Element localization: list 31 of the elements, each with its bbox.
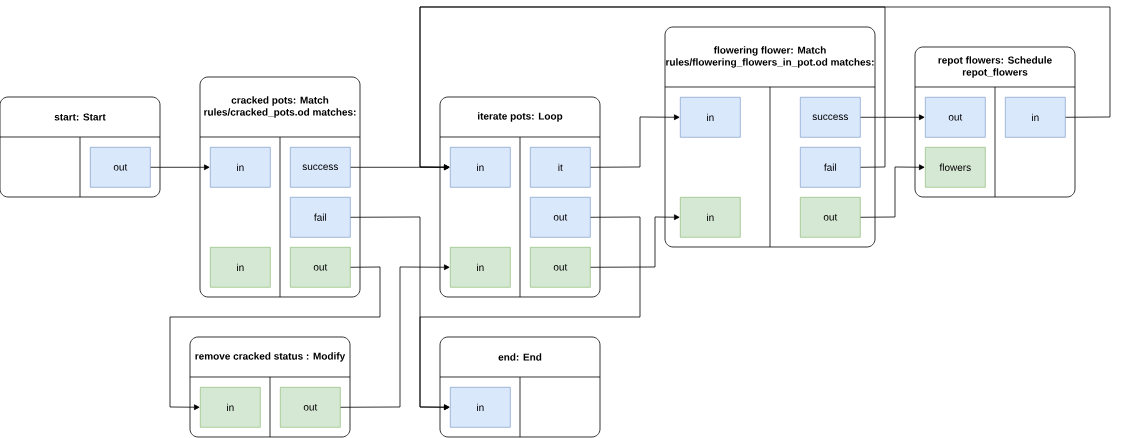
port-box: success <box>290 147 351 188</box>
port-box: in <box>680 97 741 138</box>
arrow <box>169 266 381 411</box>
port-box: out <box>925 97 986 138</box>
port-box: it <box>530 147 591 188</box>
arrow <box>590 114 680 168</box>
port-box: in <box>450 147 511 188</box>
port-box: out <box>280 387 341 428</box>
port-box: out <box>90 147 151 188</box>
arrow <box>860 164 925 218</box>
arrow <box>590 214 680 268</box>
arrow <box>150 164 210 171</box>
port-box: in <box>210 147 271 188</box>
port-box: out <box>530 247 591 288</box>
port-box: out <box>800 197 861 238</box>
port-box: in <box>450 387 511 428</box>
arrow <box>860 114 925 121</box>
port-box: out <box>530 197 591 238</box>
port-box: success <box>800 97 861 138</box>
port-box: in <box>1005 97 1066 138</box>
port-box: in <box>450 247 511 288</box>
arrow <box>340 264 450 408</box>
port-box: in <box>200 387 261 428</box>
port-box: flowers <box>925 147 986 188</box>
port-box: in <box>210 247 271 288</box>
port-box: fail <box>290 197 351 238</box>
arrow <box>419 216 641 411</box>
arrow <box>419 6 886 171</box>
port-box: in <box>680 197 741 238</box>
port-box: fail <box>800 147 861 188</box>
port-box: out <box>290 247 351 288</box>
